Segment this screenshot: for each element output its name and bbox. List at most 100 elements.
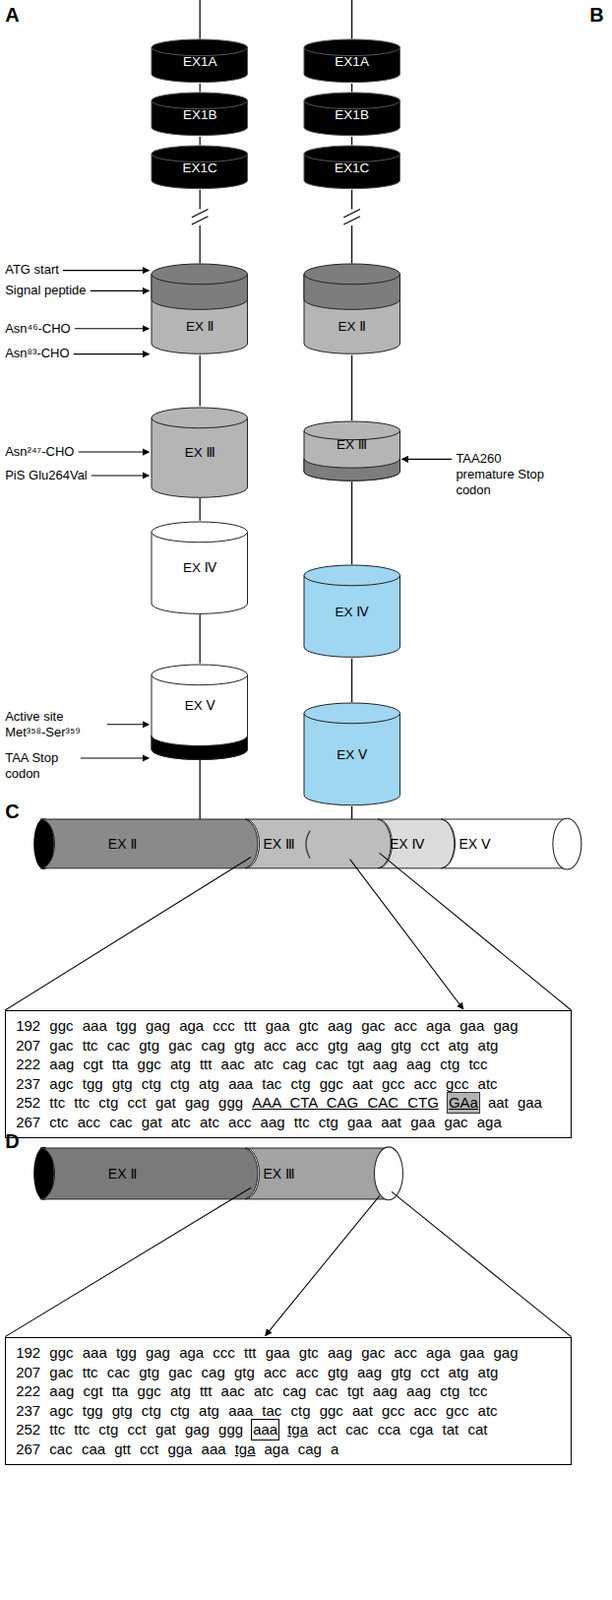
cylinder-top [304, 263, 401, 285]
exon-label: EX Ⅲ [184, 443, 216, 460]
break-mark [341, 208, 363, 226]
pointer-arrow [80, 756, 149, 758]
codon-text: AAA CTA CAG CAC CTG [251, 1092, 439, 1112]
sequence-row: 222 aag cgt tta ggc atg ttt aac atc cag … [15, 1380, 560, 1401]
exon-shape: EX Ⅱ [40, 817, 259, 869]
sequence-row: 267 cac caa gtt cct gga aaatgaaga cag a [15, 1438, 560, 1459]
pointer-arrow [73, 353, 150, 355]
codon-text: 237 agc tgg gtg ctg ctg atg aaa tac ctg … [15, 1400, 497, 1420]
exon-shape: EX Ⅲ [303, 420, 402, 482]
exon-label: EX Ⅱ [185, 317, 214, 334]
codon-text: aaa [251, 1418, 279, 1439]
exon-label: EX Ⅳ [183, 558, 217, 575]
exon-label: EX Ⅲ [262, 1164, 295, 1181]
exon-shape: EX1B [150, 91, 249, 137]
exon-label: EX Ⅴ [336, 745, 368, 762]
cylinder-top [151, 92, 248, 110]
gene-connector [351, 355, 353, 421]
exon-label: EX1C [183, 160, 218, 176]
codon-text: tga [287, 1418, 308, 1439]
sequence-row: 237 agc tgg gtg ctg ctg atg aaa tac ctg … [15, 1073, 560, 1094]
cylinder-top [304, 92, 401, 110]
target-arrow [350, 858, 464, 1009]
exon-shape: EX1A [150, 38, 249, 84]
gene-connector [351, 658, 353, 703]
cylinder-body [304, 429, 401, 481]
shape-outline [303, 262, 402, 355]
segment-shape [244, 818, 391, 868]
cylinder-top [151, 664, 248, 685]
cylinder-top [151, 263, 248, 285]
panel-letter: B [589, 3, 604, 26]
sequence-row: 252 ttc ttc ctg cct gat gag gggaaatgaact… [15, 1418, 560, 1439]
pointer-arrow [107, 723, 150, 725]
codon-text: 267 ctc acc cac gat atc atc acc aag ttc … [15, 1111, 502, 1132]
codon-text: 267 cac caa gtt cct gga aaa [15, 1438, 226, 1459]
codon-text: 207 gac ttc cac gtg gac cag gtg acc acc … [15, 1035, 498, 1055]
sequence-row: 192 ggc aaa tgg gag aga ccc ttt gaa gtc … [15, 1342, 560, 1362]
exon-label: EX Ⅲ [336, 435, 368, 452]
annotation-label: ATG start [4, 261, 60, 278]
gene-line [351, 0, 353, 39]
exon-label: EX Ⅳ [335, 603, 369, 619]
codon-text: 222 aag cgt tta ggc atg ttt aac atc cag … [15, 1053, 488, 1074]
codon-text: 192 ggc aaa tgg gag aga ccc ttt gaa gtc … [15, 1342, 518, 1362]
exon-label: EX1B [183, 107, 218, 123]
cylinder-top [304, 421, 401, 440]
gene-line [199, 759, 201, 819]
sequence-row: 207 gac ttc cac gtg gac cag gtg acc acc … [15, 1035, 560, 1055]
exon-shape: EX Ⅳ [377, 817, 456, 869]
cylinder-top [304, 145, 401, 163]
gene-connector [351, 83, 353, 92]
gene-connector [199, 497, 201, 521]
codon-text: aga cag a [264, 1438, 340, 1459]
cylinder-top [151, 407, 248, 429]
pointer-arrow [62, 269, 149, 271]
gene-line [351, 805, 353, 819]
cylinder-end [552, 817, 582, 869]
exon-shape: EX Ⅳ [150, 520, 249, 614]
gene-connector [199, 613, 201, 664]
exon-label: EX1B [334, 107, 369, 123]
exon-shape: EX1A [303, 38, 402, 84]
exon-shape: EX Ⅲ [150, 406, 249, 498]
annotation-label: Asn⁴⁶-CHO [4, 320, 71, 337]
exon-shape: EX Ⅱ [150, 262, 249, 355]
cylinder-body [151, 673, 248, 759]
pointer-arrow [401, 458, 452, 460]
exon-shape: EX1B [303, 91, 402, 137]
annotation-label: Asn²⁴⁷-CHO [4, 443, 74, 460]
codon-text: GAa [447, 1092, 480, 1112]
sequence-row: 237 agc tgg gtg ctg ctg atg aaa tac ctg … [15, 1400, 560, 1420]
exon-label: EX1C [334, 160, 369, 176]
shape-outline [150, 262, 249, 355]
exon-label: EX Ⅳ [389, 835, 426, 852]
gene-connector [351, 136, 353, 145]
sequence-row: 267 ctc acc cac gat atc atc acc aag ttc … [15, 1111, 560, 1132]
gene-connector [199, 136, 201, 145]
cylinder-body [151, 531, 248, 613]
truncated-end [373, 1146, 403, 1200]
exon-label: EX Ⅱ [108, 1164, 137, 1181]
pointer-arrow [74, 327, 149, 329]
exon-band [151, 734, 248, 759]
gene-connector [199, 83, 201, 92]
shape-outline [40, 817, 259, 869]
exon-shape: EX Ⅳ [303, 563, 402, 658]
exon-label: EX Ⅱ [337, 317, 366, 334]
codon-text: aat gaa [488, 1092, 543, 1112]
cylinder-top [151, 145, 248, 163]
gene-connector [351, 481, 353, 564]
exon-shape: EX1C [150, 144, 249, 190]
cylinder-top [151, 39, 248, 57]
target-arrow [265, 1195, 380, 1336]
cylinder-body [304, 713, 401, 805]
cylinder-body [304, 274, 401, 355]
break-mark [189, 208, 211, 226]
sequence-box: 192 ggc aaa tgg gag aga ccc ttt gaa gtc … [4, 1336, 571, 1465]
segment-shape [40, 818, 258, 868]
exon-label: EX Ⅴ [458, 835, 490, 852]
cylinder-body [151, 417, 248, 497]
pointer-arrow [91, 474, 149, 476]
